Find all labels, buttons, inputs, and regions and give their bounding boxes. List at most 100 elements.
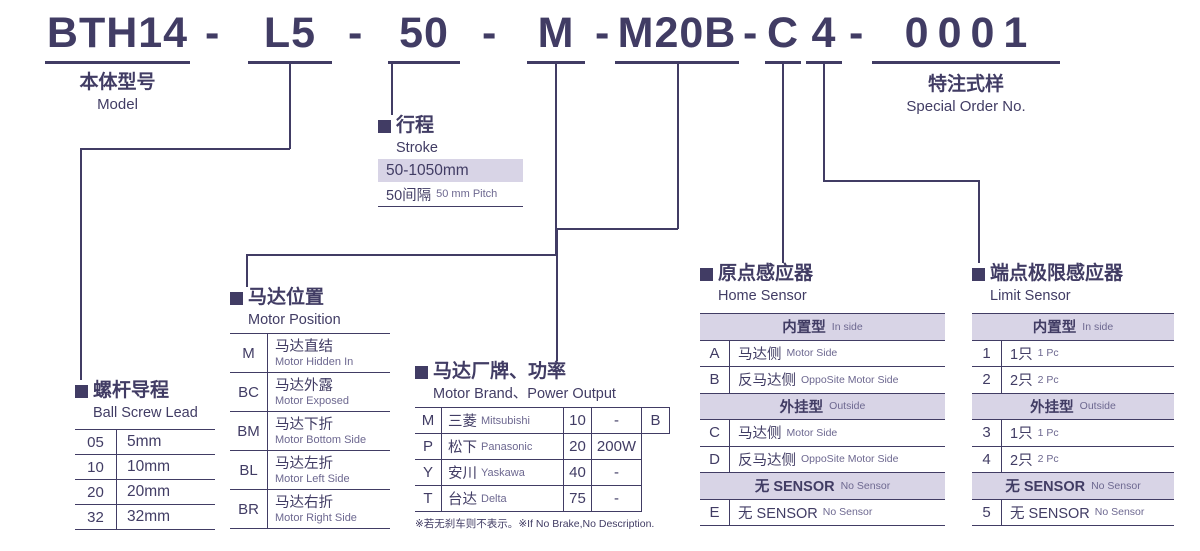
- table-row: T 台达 Delta 75 -: [415, 486, 642, 512]
- brake-note-en: ※If No Brake,No Description.: [518, 518, 655, 530]
- connector-line: [823, 63, 825, 181]
- table-row: 2 2只 2 Pc: [972, 367, 1174, 394]
- desc-cell: 马达下折 Motor Bottom Side: [268, 412, 390, 450]
- connector-line: [246, 254, 248, 287]
- value-cell: 32mm: [127, 508, 171, 525]
- connector-line: [289, 63, 291, 149]
- table-row: D 反马达侧 OppoSite Motor Side: [700, 446, 945, 473]
- desc-zh: 马达直结: [275, 338, 333, 355]
- table-header-row: 内置型 In side: [972, 314, 1174, 341]
- group-en: No Sensor: [1091, 479, 1141, 492]
- group-en: Outside: [1079, 400, 1116, 413]
- table-row: M 马达直结 Motor Hidden In: [230, 334, 390, 373]
- brand-cell: 台达 Delta: [442, 486, 564, 511]
- group-zh: 内置型: [1032, 320, 1077, 337]
- desc-zh: 2只: [1010, 452, 1033, 469]
- value-cell: 5mm: [127, 433, 162, 450]
- brake-cell: B: [642, 408, 670, 433]
- limit-sensor-title-zh: 端点极限感应器: [990, 263, 1124, 284]
- desc-zh: 马达左折: [275, 455, 333, 472]
- special-order-label: 特注式样 Special Order No.: [872, 72, 1060, 116]
- code-segment-special-order: 0001: [872, 8, 1060, 64]
- value-cell: 10mm: [127, 458, 171, 475]
- stroke-section-title: 行程 Stroke: [378, 114, 438, 158]
- desc-en: 2 Pc: [1037, 453, 1059, 466]
- table-row: Y 安川 Yaskawa 40 -: [415, 460, 642, 486]
- code-cell: 20: [75, 480, 117, 504]
- brand-zh: 三菱: [448, 414, 477, 430]
- code-segment-stroke: 50: [388, 8, 460, 64]
- brand-en: Panasonic: [481, 440, 533, 453]
- code-cell: 5: [972, 499, 1002, 525]
- ball-screw-lead-table: 05 5mm 10 10mm 20 20mm 32 32mm: [75, 429, 215, 530]
- desc-zh: 马达外露: [275, 377, 333, 394]
- limit-sensor-table: 内置型 In side 1 1只 1 Pc 2 2只 2 Pc 外挂型 Outs…: [972, 313, 1174, 526]
- connector-line: [556, 228, 558, 361]
- connector-line: [782, 63, 784, 263]
- motor-brand-title-zh: 马达厂牌、功率: [433, 361, 567, 382]
- table-row: 32 32mm: [75, 505, 215, 530]
- connector-line: [978, 180, 980, 263]
- table-header-row: 无 SENSOR No Sensor: [972, 473, 1174, 500]
- desc-en: Motor Exposed: [275, 394, 349, 407]
- group-en: Outside: [829, 400, 866, 413]
- desc-cell: 1只 1 Pc: [1002, 341, 1174, 367]
- code-segment-home-sensor: C: [765, 8, 801, 64]
- brand-en: Yaskawa: [481, 466, 525, 479]
- home-sensor-table: 内置型 In side A 马达侧 Motor Side B 反马达侧 Oppo…: [700, 313, 945, 526]
- connector-line: [823, 180, 979, 182]
- stroke-pitch-en: 50 mm Pitch: [436, 188, 498, 200]
- desc-cell: 马达直结 Motor Hidden In: [268, 334, 390, 372]
- group-zh: 无 SENSOR: [754, 479, 835, 496]
- code-segment-limit-sensor: 4: [806, 8, 842, 64]
- table-row: P 松下 Panasonic 20 200W: [415, 434, 642, 460]
- model-label-en: Model: [97, 96, 138, 113]
- desc-zh: 反马达侧: [738, 373, 796, 390]
- section-bullet-icon: [700, 267, 713, 281]
- wattage-cell: -: [592, 408, 642, 433]
- stroke-title-en: Stroke: [396, 140, 438, 156]
- brand-cell: 松下 Panasonic: [442, 434, 564, 459]
- desc-en: No Sensor: [822, 506, 873, 519]
- table-header-row: 外挂型 Outside: [972, 393, 1174, 420]
- table-row: C 马达侧 Motor Side: [700, 420, 945, 447]
- motor-position-table: M 马达直结 Motor Hidden In BC 马达外露 Motor Exp…: [230, 333, 390, 529]
- group-en: In side: [831, 320, 863, 333]
- desc-zh: 2只: [1010, 373, 1033, 390]
- group-header-cell: 无 SENSOR No Sensor: [972, 473, 1174, 499]
- code-cell: C: [700, 420, 730, 446]
- limit-sensor-section-title: 端点极限感应器 Limit Sensor: [972, 262, 1123, 306]
- table-header-row: 外挂型 Outside: [700, 393, 945, 420]
- power-code-cell: 20: [564, 434, 592, 459]
- connector-line: [391, 63, 393, 115]
- brand-cell: 三菱 Mitsubishi: [442, 408, 564, 433]
- desc-cell: 马达侧 Motor Side: [730, 420, 945, 446]
- special-order-label-en: Special Order No.: [906, 98, 1026, 115]
- wattage-cell: -: [592, 460, 642, 485]
- motor-position-title-zh: 马达位置: [248, 287, 325, 308]
- desc-en: Motor Left Side: [275, 472, 350, 485]
- brand-en: Mitsubishi: [481, 414, 530, 427]
- desc-cell: 2只 2 Pc: [1002, 367, 1174, 393]
- wattage-cell: -: [592, 486, 642, 511]
- table-row: 05 5mm: [75, 430, 215, 455]
- code-segment-lead: L5: [248, 8, 332, 64]
- lead-title-en: Ball Screw Lead: [93, 405, 198, 421]
- group-header-cell: 无 SENSOR No Sensor: [700, 473, 945, 499]
- table-row: M 三菱 Mitsubishi 10 - B: [415, 408, 670, 434]
- value-cell: 20mm: [127, 483, 171, 500]
- lead-section-title: 螺杆导程 Ball Screw Lead: [75, 379, 198, 423]
- desc-en: No Sensor: [1094, 506, 1145, 519]
- code-separator: -: [205, 9, 220, 57]
- code-cell: BR: [230, 490, 268, 528]
- table-row: B 反马达侧 OppoSite Motor Side: [700, 367, 945, 394]
- desc-en: 1 Pc: [1037, 347, 1059, 360]
- group-zh: 外挂型: [1030, 399, 1074, 416]
- desc-cell: 2只 2 Pc: [1002, 447, 1174, 473]
- code-separator: -: [849, 9, 864, 57]
- group-zh: 内置型: [782, 320, 826, 337]
- group-en: No Sensor: [840, 479, 891, 492]
- code-cell: T: [415, 486, 442, 511]
- desc-zh: 马达下折: [275, 416, 333, 433]
